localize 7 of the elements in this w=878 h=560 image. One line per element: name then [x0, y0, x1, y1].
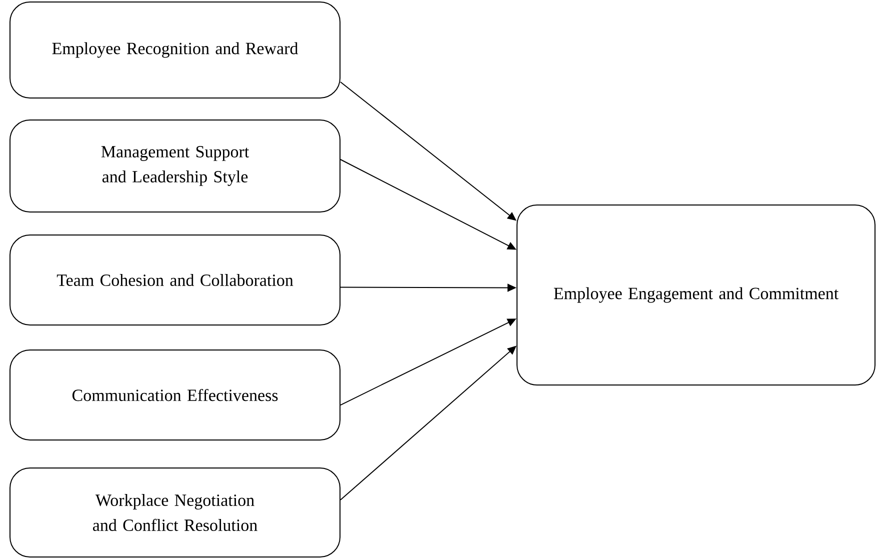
rounded-box: Team Cohesion and Collaboration — [10, 234, 340, 326]
rounded-box: Workplace Negotiation and Conflict Resolution — [10, 468, 340, 558]
rounded-box: Communication Effectiveness — [10, 350, 340, 440]
arrow — [340, 82, 516, 221]
rounded-box: Management Support and Leadership Style — [10, 120, 340, 212]
rounded-box: Employee Engagement and Commitment — [516, 204, 876, 386]
rounded-box: Employee Recognition and Reward — [10, 2, 340, 98]
